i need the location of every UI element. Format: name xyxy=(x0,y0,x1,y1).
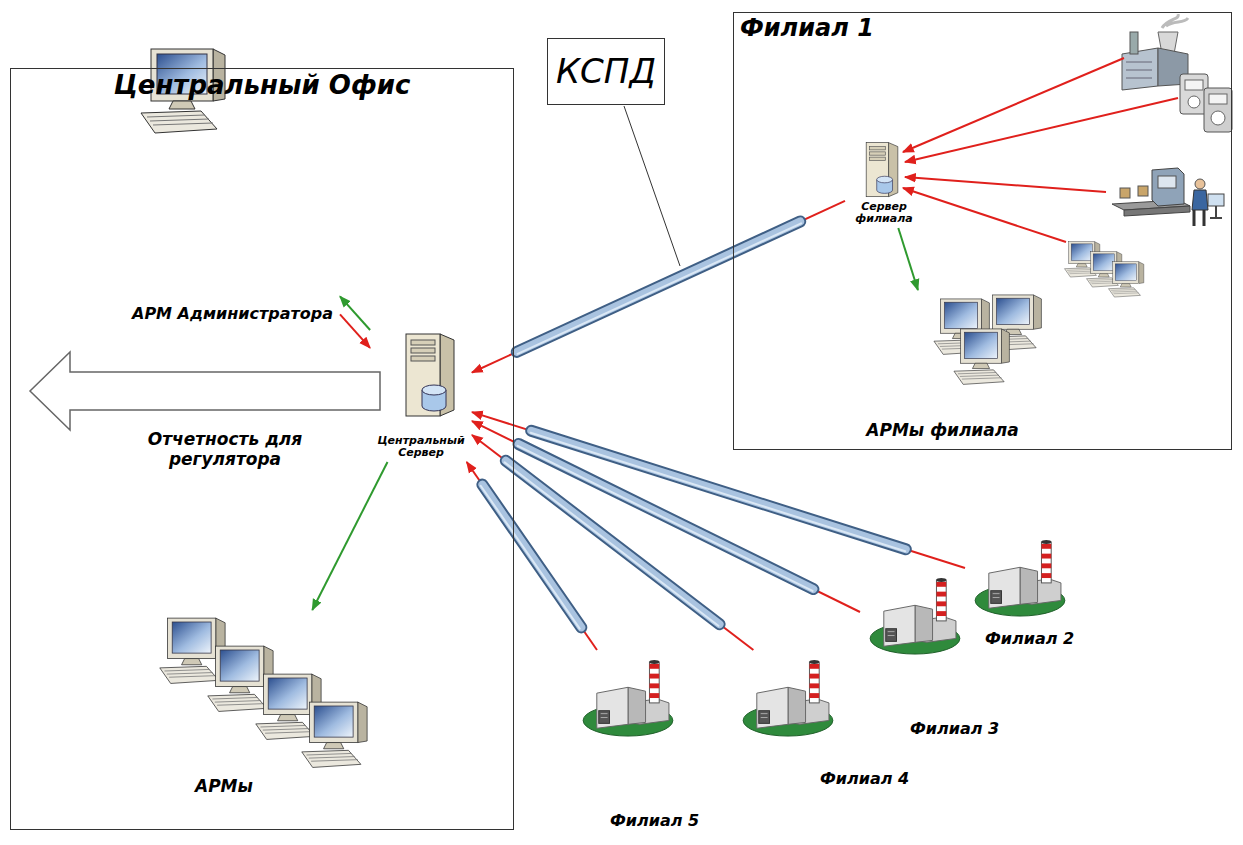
plant-icon xyxy=(583,660,673,736)
source-arrows xyxy=(903,58,1178,242)
plant-icon xyxy=(743,660,833,736)
computer-icon xyxy=(302,702,367,767)
connector xyxy=(472,201,845,373)
branch-plant: Филиал 2 xyxy=(965,535,1120,650)
connector xyxy=(467,462,597,650)
branch-plant: Филиал 5 xyxy=(575,650,745,832)
workstation-group: АРМы xyxy=(150,610,378,800)
annotation-text: Отчетность для регулятора xyxy=(118,430,332,469)
node-label: Филиал 2 xyxy=(985,630,1120,648)
connector xyxy=(312,462,387,610)
power-station-icon xyxy=(1122,14,1188,90)
node-label: КСПД xyxy=(554,52,658,91)
computer-icon xyxy=(1109,262,1144,297)
connector xyxy=(898,228,918,290)
branch-plant: Филиал 3 xyxy=(860,575,1045,740)
server-icon xyxy=(866,143,898,197)
server-node: Центральный Сервер xyxy=(370,330,472,462)
meter-icon xyxy=(1180,74,1232,132)
connector xyxy=(340,314,370,348)
node-label: Центральный Сервер xyxy=(372,435,470,460)
node-label: Центральный Офис xyxy=(15,71,509,101)
node-label: АРМы филиала xyxy=(832,421,1053,441)
plant-icon xyxy=(975,540,1065,616)
server-node: Сервер филиала xyxy=(845,138,923,228)
node-label: Филиал 3 xyxy=(910,720,1045,738)
workstation-group: АРМы филиала xyxy=(830,290,1055,445)
annotation: Отчетность для регулятора xyxy=(118,430,332,469)
connector xyxy=(472,435,753,650)
plant-icon xyxy=(870,578,960,654)
report-arrow xyxy=(30,352,380,430)
node-label: Сервер филиала xyxy=(846,201,922,226)
node-label: Филиал 5 xyxy=(610,812,745,830)
node-label: АРМы xyxy=(195,777,378,797)
server-icon xyxy=(406,334,454,416)
network-callout: КСПД xyxy=(547,38,665,105)
connector xyxy=(340,296,370,330)
node-label: Филиал 4 xyxy=(820,770,955,788)
node-label: Филиал 1 xyxy=(740,15,1227,43)
leader-line xyxy=(624,106,680,266)
factory-icon xyxy=(1112,168,1224,226)
node-label: АРМ Администратора xyxy=(127,305,338,323)
branch-region: Филиал 1 Сервер филиалаАРМы филиала xyxy=(733,12,1232,450)
computer-icon xyxy=(954,329,1009,384)
